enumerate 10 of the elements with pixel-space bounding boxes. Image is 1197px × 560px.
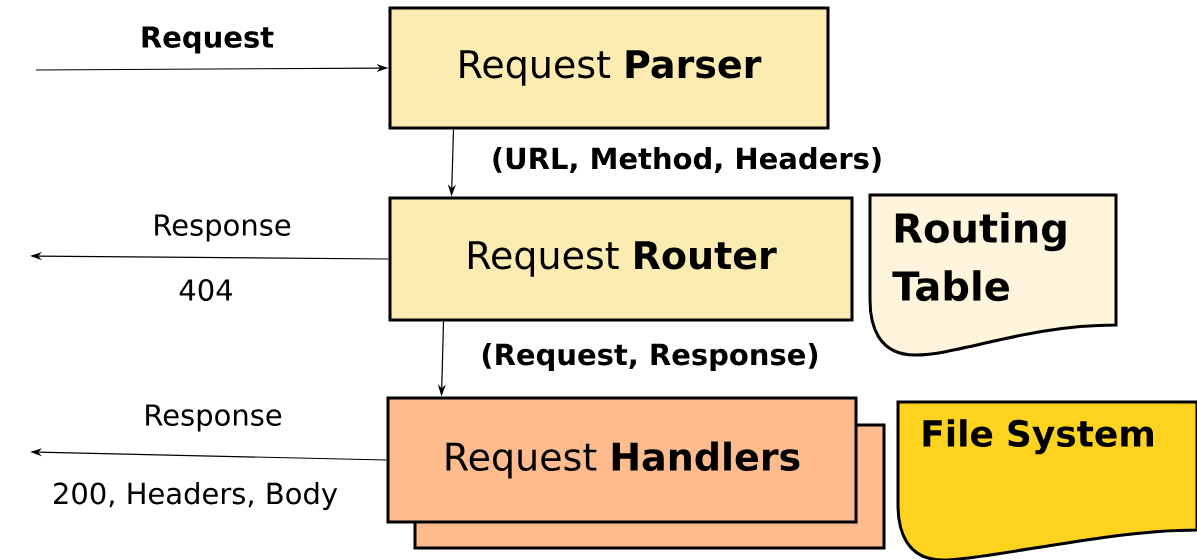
status-label: 200, Headers, Body bbox=[54, 481, 338, 511]
stacked-process-box: Request Handlers bbox=[386, 396, 886, 550]
edge-label: (Request, Response) bbox=[482, 343, 818, 371]
edge-label: (URL, Method, Headers) bbox=[493, 146, 881, 174]
edge-label: Response bbox=[146, 404, 282, 432]
process-box: Request Parser bbox=[388, 6, 830, 130]
status-label: 404 bbox=[179, 279, 233, 301]
process-box: Request Router bbox=[388, 196, 854, 322]
edge-label: Request bbox=[142, 26, 274, 54]
edge-label: Response bbox=[155, 214, 291, 242]
